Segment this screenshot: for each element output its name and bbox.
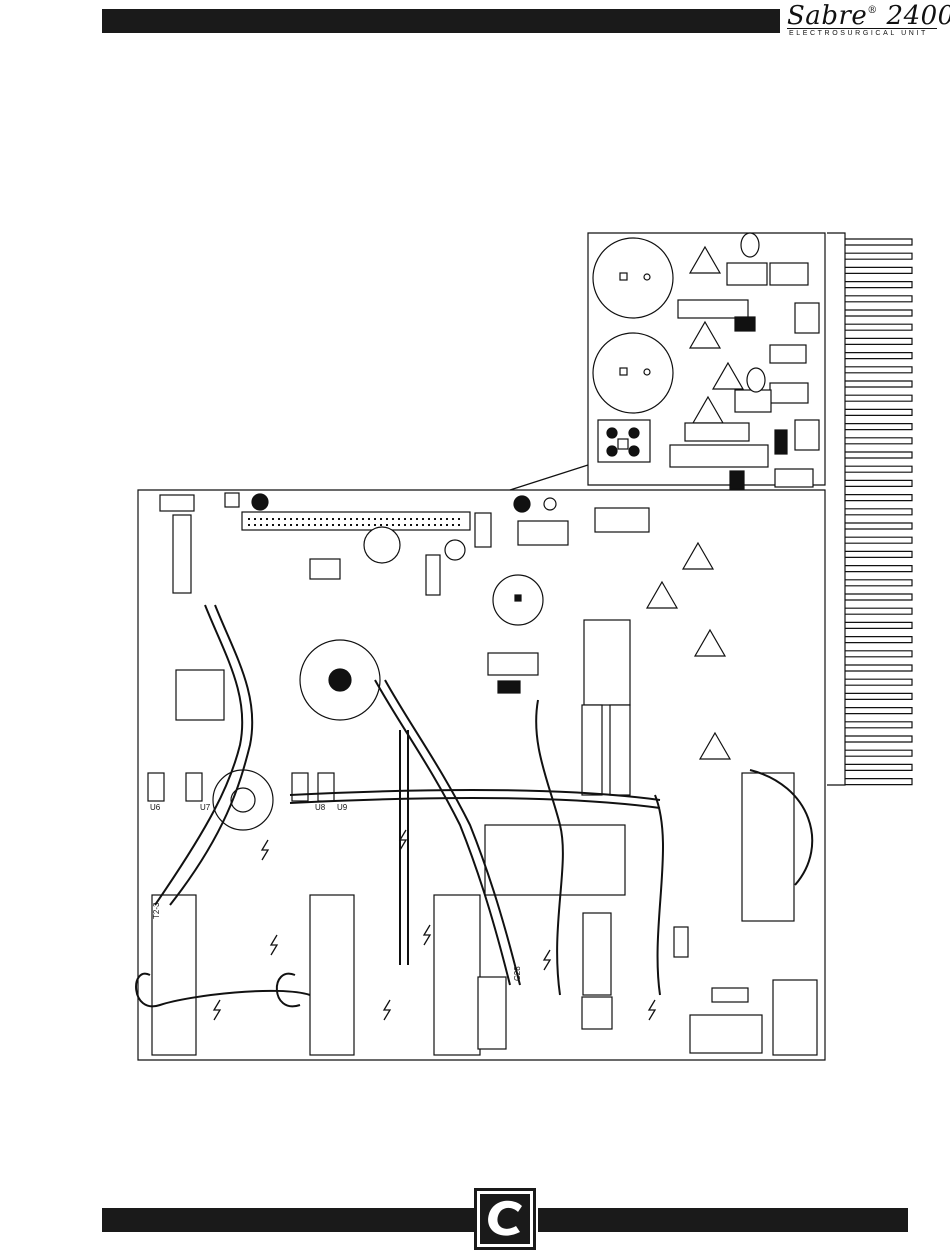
brand-logo: Sabre® 2400 ELECTROSURGICAL UNIT bbox=[783, 3, 943, 37]
footer-bar-right bbox=[538, 1208, 908, 1232]
brand-name: Sabre® 2400 bbox=[787, 1, 950, 31]
label-t2-3: T2-3 bbox=[152, 902, 161, 919]
footer-bar-left bbox=[102, 1208, 474, 1232]
label-u6: U6 bbox=[150, 803, 161, 812]
label-u9: U9 bbox=[337, 803, 348, 812]
label-u7: U7 bbox=[200, 803, 211, 812]
brand-subtitle: ELECTROSURGICAL UNIT bbox=[789, 30, 928, 37]
label-c28: C28 bbox=[513, 966, 522, 981]
heatsink-fins bbox=[845, 239, 912, 785]
conmed-c-logo-icon bbox=[474, 1188, 536, 1250]
header-bar bbox=[102, 9, 780, 33]
brand-rule bbox=[787, 28, 937, 29]
label-u8: U8 bbox=[315, 803, 326, 812]
pcb-assembly-diagram: U6 U7 U8 U9 T2-3 C28 bbox=[130, 225, 920, 1070]
